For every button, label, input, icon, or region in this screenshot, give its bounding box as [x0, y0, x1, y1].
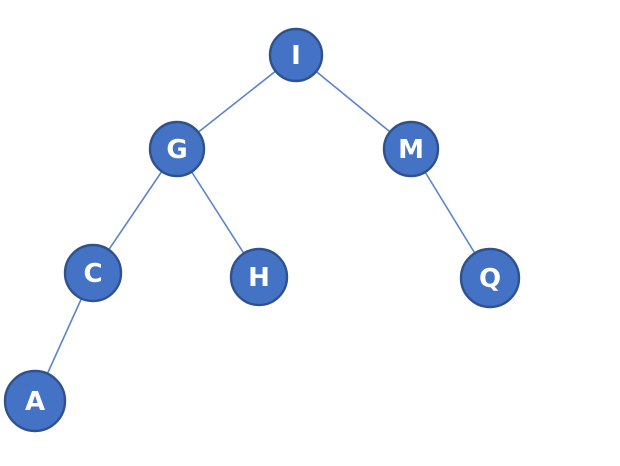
tree-node-C: C	[63, 243, 123, 303]
tree-node-A: A	[3, 369, 67, 433]
tree-node-circle-M	[382, 120, 440, 178]
tree-node-M: M	[382, 120, 440, 178]
tree-node-circle-H	[229, 247, 289, 307]
tree-node-circle-G	[148, 120, 206, 178]
tree-node-Q: Q	[459, 247, 521, 309]
tree-node-circle-Q	[459, 247, 521, 309]
tree-node-circle-A	[3, 369, 67, 433]
tree-node-G: G	[148, 120, 206, 178]
tree-node-H: H	[229, 247, 289, 307]
tree-node-circle-C	[63, 243, 123, 303]
tree-node-I: I	[268, 27, 324, 83]
tree-node-circle-I	[268, 27, 324, 83]
